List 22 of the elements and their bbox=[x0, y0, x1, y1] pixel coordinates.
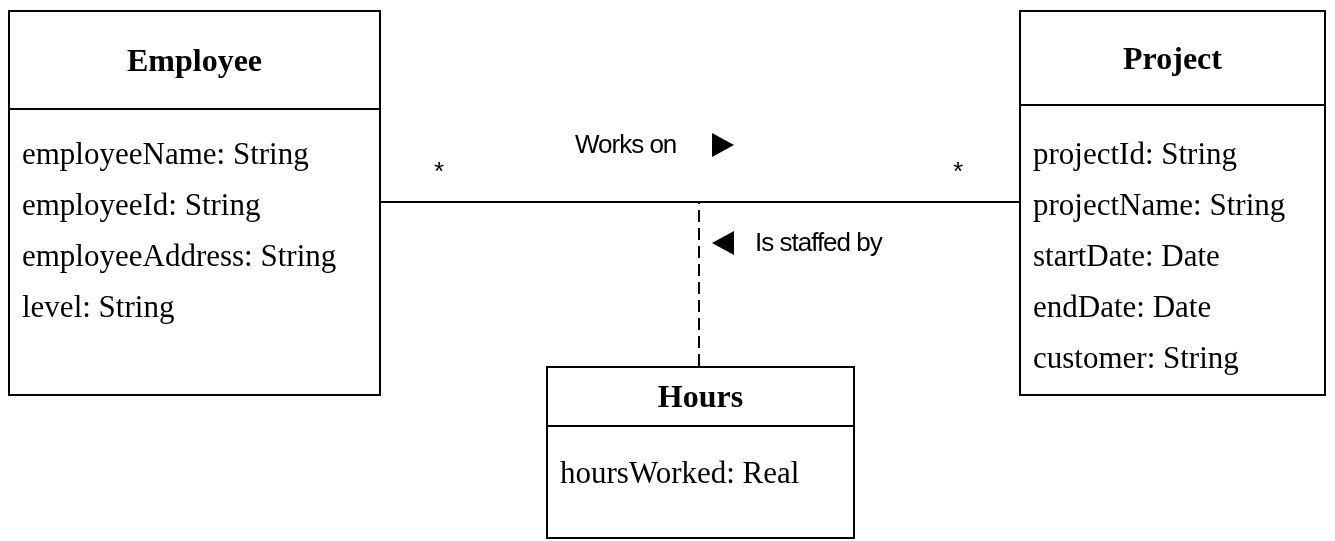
association-class-line bbox=[698, 201, 700, 367]
attribute: hoursWorked: Real bbox=[560, 454, 800, 492]
attribute: projectName: String bbox=[1033, 186, 1286, 224]
edge-label: Is staffed by bbox=[755, 229, 882, 255]
class-name: Project bbox=[1123, 39, 1222, 77]
class-name: Hours bbox=[657, 378, 744, 415]
attribute: customer: String bbox=[1033, 339, 1239, 377]
attribute: projectId: String bbox=[1033, 135, 1238, 173]
attribute: employeeName: String bbox=[22, 135, 309, 173]
class-box bbox=[546, 366, 855, 539]
class-name: Employee bbox=[126, 41, 263, 79]
edge-label: Works on bbox=[575, 131, 677, 157]
multiplicity: * bbox=[953, 158, 963, 184]
multiplicity: * bbox=[434, 158, 444, 184]
class-box bbox=[1019, 10, 1326, 396]
attribute: employeeAddress: String bbox=[22, 237, 337, 275]
association-line bbox=[380, 201, 1020, 203]
attribute: startDate: Date bbox=[1033, 237, 1220, 275]
class-box bbox=[8, 10, 381, 396]
attribute: endDate: Date bbox=[1033, 288, 1212, 326]
attribute: employeeId: String bbox=[22, 186, 261, 224]
attribute: level: String bbox=[22, 288, 175, 326]
